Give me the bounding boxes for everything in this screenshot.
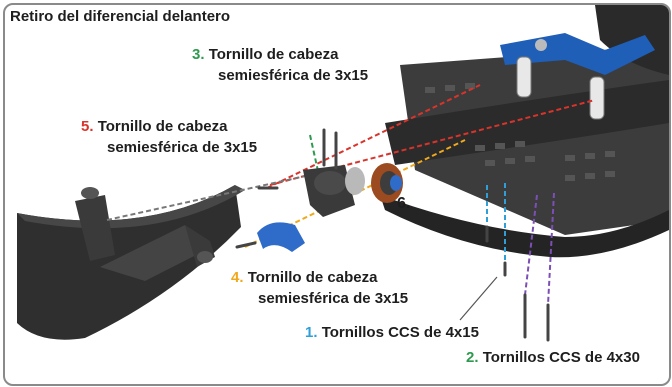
callout-1-text: Tornillos CCS de 4x15: [321, 324, 479, 341]
chassis-drawing: [380, 5, 669, 258]
differential-drawing: [257, 163, 403, 252]
page-title: Retiro del diferencial delantero: [10, 8, 231, 25]
callout-3-number: 3.: [192, 46, 205, 63]
illustration-frame: Retiro del diferencial delantero 3. Torn…: [3, 3, 671, 386]
callout-1: 1. Tornillos CCS de 4x15: [305, 324, 479, 342]
callout-3-text: Tornillo de cabeza: [208, 46, 339, 63]
callout-leader-line: [459, 276, 498, 321]
callout-3-line2: semiesférica de 3x15: [218, 67, 369, 84]
screws-drawing: [235, 128, 550, 342]
callout-4-text: Tornillo de cabeza: [247, 269, 378, 286]
callout-4-line1: 4. Tornillo de cabeza: [231, 269, 377, 287]
callout-4-line2: semiesférica de 3x15: [258, 290, 409, 307]
callout-6-number: 6.: [397, 195, 411, 212]
callout-5-text: Tornillo de cabeza: [97, 118, 228, 135]
callout-2-number: 2.: [466, 349, 479, 366]
callout-2: 2. Tornillos CCS de 4x30: [466, 349, 640, 367]
callout-1-number: 1.: [305, 324, 318, 341]
callout-5-line2: semiesférica de 3x15: [107, 139, 258, 156]
callout-5-line1: 5. Tornillo de cabeza: [81, 118, 227, 136]
callout-3-line1: 3. Tornillo de cabeza: [192, 46, 338, 64]
bumper-drawing: [17, 185, 245, 340]
exploded-view-illustration: [17, 5, 669, 342]
callout-2-text: Tornillos CCS de 4x30: [482, 349, 640, 366]
callout-5-number: 5.: [81, 118, 94, 135]
callout-4-number: 4.: [231, 269, 244, 286]
